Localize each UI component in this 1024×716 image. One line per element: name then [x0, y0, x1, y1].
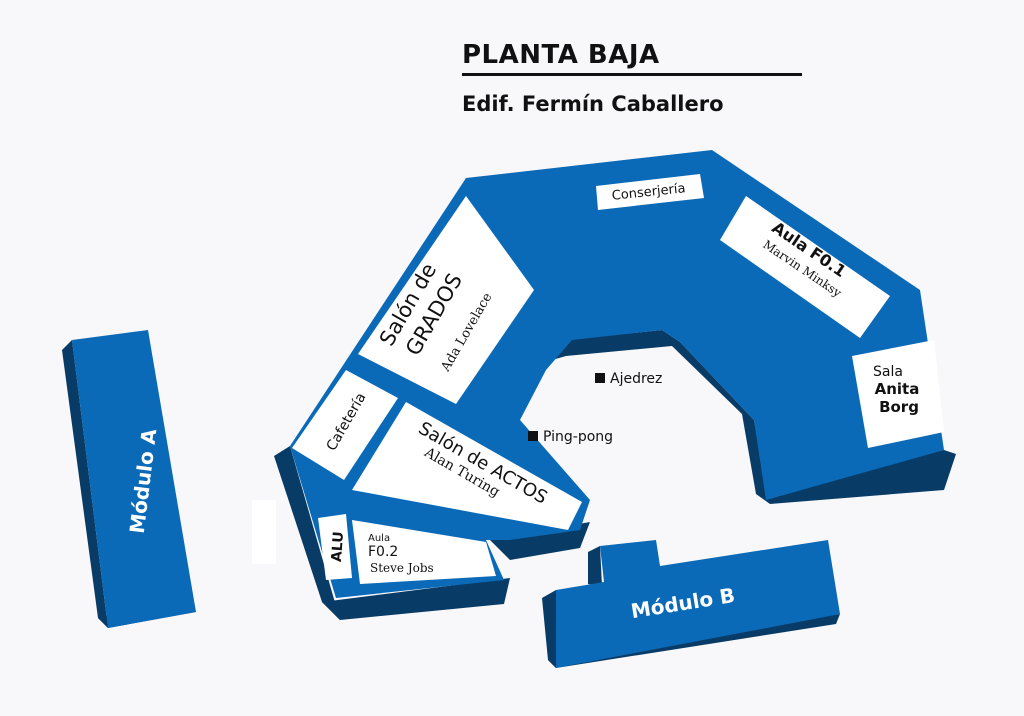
- alu-box: [318, 514, 352, 580]
- building-left-edge: [274, 446, 340, 620]
- module-a-side: [62, 340, 108, 628]
- room-sala-anita-borg[interactable]: Sala Anita Borg: [852, 340, 944, 448]
- building-subtitle: Edif. Fermín Caballero: [462, 92, 724, 116]
- poi-pingpong[interactable]: Ping-pong: [528, 429, 613, 445]
- module-a-face: [72, 330, 196, 628]
- room-conserjeria[interactable]: Conserjería: [596, 174, 704, 210]
- module-b[interactable]: Módulo B: [542, 540, 840, 668]
- building-bottom-edge: [322, 578, 510, 620]
- actos-box: [352, 402, 582, 530]
- module-a[interactable]: Módulo A: [62, 330, 196, 628]
- aula-f02-person: Steve Jobs: [370, 561, 434, 575]
- building-right-bottom-edge: [756, 450, 956, 504]
- cafeteria-box: [292, 370, 398, 480]
- page-title: PLANTA BAJA: [462, 40, 660, 70]
- ajedrez-label: Ajedrez: [610, 371, 662, 387]
- module-b-tab-side: [588, 546, 602, 586]
- sala-label-line1: Sala: [873, 364, 903, 380]
- sala-label-line3: Borg: [879, 398, 919, 416]
- room-alu[interactable]: ALU: [318, 514, 352, 580]
- conserjeria-box: [596, 174, 704, 210]
- aula-f01-box: [720, 196, 890, 338]
- aula-f02-title: F0.2: [368, 544, 398, 560]
- sala-box: [852, 340, 944, 448]
- module-b-side: [542, 590, 556, 668]
- room-aula-f02[interactable]: Aula F0.2 Steve Jobs: [352, 520, 496, 584]
- module-b-face: [556, 540, 840, 668]
- aula-f02-small: Aula: [368, 533, 390, 544]
- poi-ajedrez[interactable]: Ajedrez: [595, 371, 662, 387]
- entrance-gap: [252, 500, 276, 564]
- courtyard-inner-edge: [552, 330, 768, 500]
- room-cafeteria[interactable]: Cafetería: [292, 370, 398, 480]
- alu-label: ALU: [329, 531, 347, 563]
- pingpong-marker-icon: [528, 431, 538, 441]
- grados-box: [358, 196, 534, 404]
- aula-f02-box: [352, 520, 496, 584]
- pingpong-label: Ping-pong: [543, 429, 613, 445]
- title-underline: [462, 73, 802, 76]
- sala-label-line2: Anita: [875, 380, 920, 398]
- ajedrez-marker-icon: [595, 373, 605, 383]
